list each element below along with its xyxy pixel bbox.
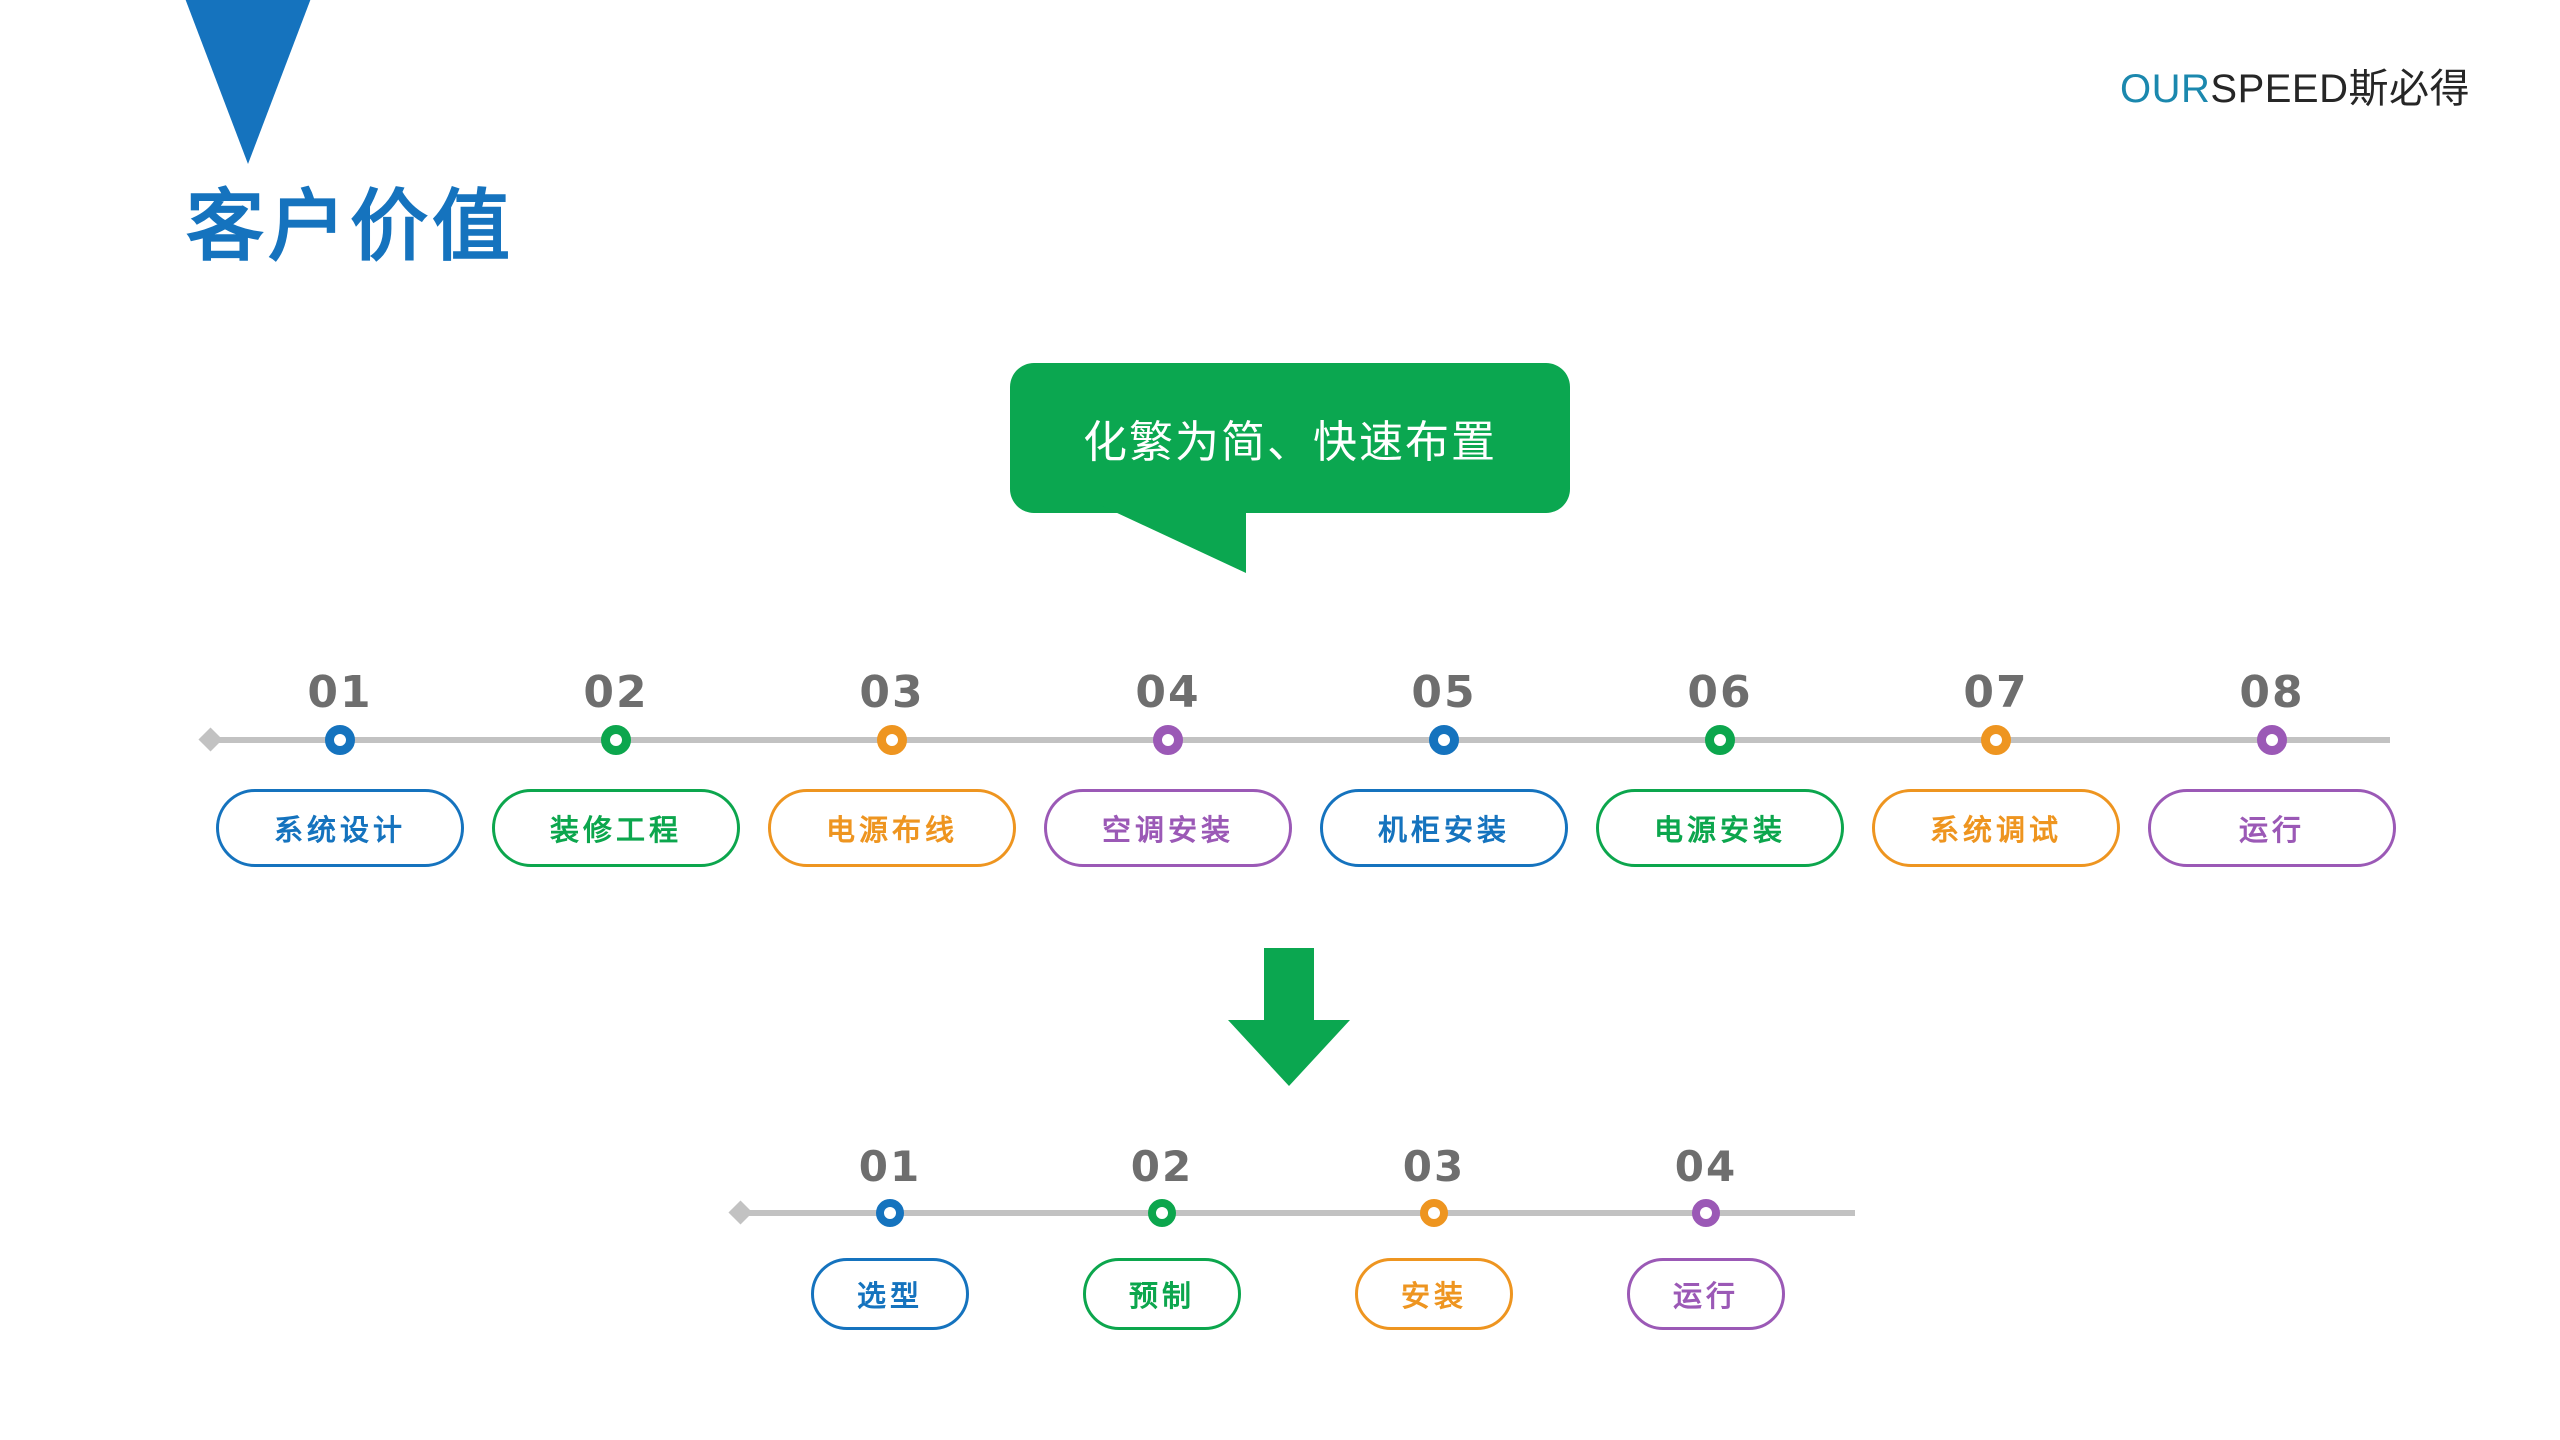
brand-logo-our: OUR [2120, 67, 2211, 111]
timeline-step-dot-icon[interactable] [1692, 1199, 1720, 1227]
timeline-step-pill[interactable]: 安装 [1355, 1258, 1513, 1330]
timeline-step-number: 03 [859, 667, 925, 718]
timeline-step-pill[interactable]: 预制 [1083, 1258, 1241, 1330]
timeline-step-dot-icon[interactable] [1153, 725, 1183, 755]
timeline-start-diamond-icon [728, 1200, 753, 1225]
brand-logo-speed: SPEED [2210, 67, 2349, 111]
down-arrow-icon [1228, 948, 1350, 1086]
timeline-step-pill[interactable]: 运行 [2148, 789, 2396, 867]
timeline-step-dot-icon[interactable] [876, 1199, 904, 1227]
callout-text: 化繁为简、快速布置 [1083, 417, 1497, 468]
timeline-step-pill[interactable]: 运行 [1627, 1258, 1785, 1330]
timeline-step-dot-icon[interactable] [1981, 725, 2011, 755]
page-title: 客户价值 [186, 182, 515, 272]
timeline-step-pill[interactable]: 装修工程 [492, 789, 740, 867]
timeline-step-number: 04 [1135, 667, 1201, 718]
timeline-step-pill[interactable]: 电源安装 [1596, 789, 1844, 867]
timeline-step-number: 01 [307, 667, 373, 718]
timeline-step-number: 08 [2239, 667, 2305, 718]
timeline-axis-line [210, 737, 2390, 743]
timeline-step-number: 06 [1687, 667, 1753, 718]
timeline-step-number: 02 [1130, 1142, 1194, 1191]
timeline-step-number: 03 [1402, 1142, 1466, 1191]
timeline-step-dot-icon[interactable] [877, 725, 907, 755]
timeline-step-number: 01 [858, 1142, 922, 1191]
callout-tail-icon [1100, 505, 1246, 573]
timeline-step-number: 04 [1674, 1142, 1738, 1191]
timeline-step-pill[interactable]: 系统调试 [1872, 789, 2120, 867]
timeline-step-number: 05 [1411, 667, 1477, 718]
timeline-step-number: 02 [583, 667, 649, 718]
timeline-axis-line [740, 1210, 1855, 1216]
timeline-step-dot-icon[interactable] [1148, 1199, 1176, 1227]
triangle-decoration-icon [175, 0, 321, 164]
timeline-step-dot-icon[interactable] [2257, 725, 2287, 755]
timeline-step-pill[interactable]: 电源布线 [768, 789, 1016, 867]
timeline-step-number: 07 [1963, 667, 2029, 718]
brand-logo-chinese: 斯必得 [2348, 67, 2470, 111]
timeline-start-diamond-icon [198, 727, 223, 752]
timeline-step-dot-icon[interactable] [1420, 1199, 1448, 1227]
timeline-step-pill[interactable]: 空调安装 [1044, 789, 1292, 867]
timeline-step-pill[interactable]: 系统设计 [216, 789, 464, 867]
timeline-step-pill[interactable]: 机柜安装 [1320, 789, 1568, 867]
timeline-step-dot-icon[interactable] [1705, 725, 1735, 755]
timeline-step-dot-icon[interactable] [325, 725, 355, 755]
callout-bubble: 化繁为简、快速布置 [1010, 363, 1570, 513]
timeline-step-dot-icon[interactable] [1429, 725, 1459, 755]
brand-logo: OURSPEED斯必得 [2120, 56, 2470, 114]
timeline-step-pill[interactable]: 选型 [811, 1258, 969, 1330]
timeline-step-dot-icon[interactable] [601, 725, 631, 755]
